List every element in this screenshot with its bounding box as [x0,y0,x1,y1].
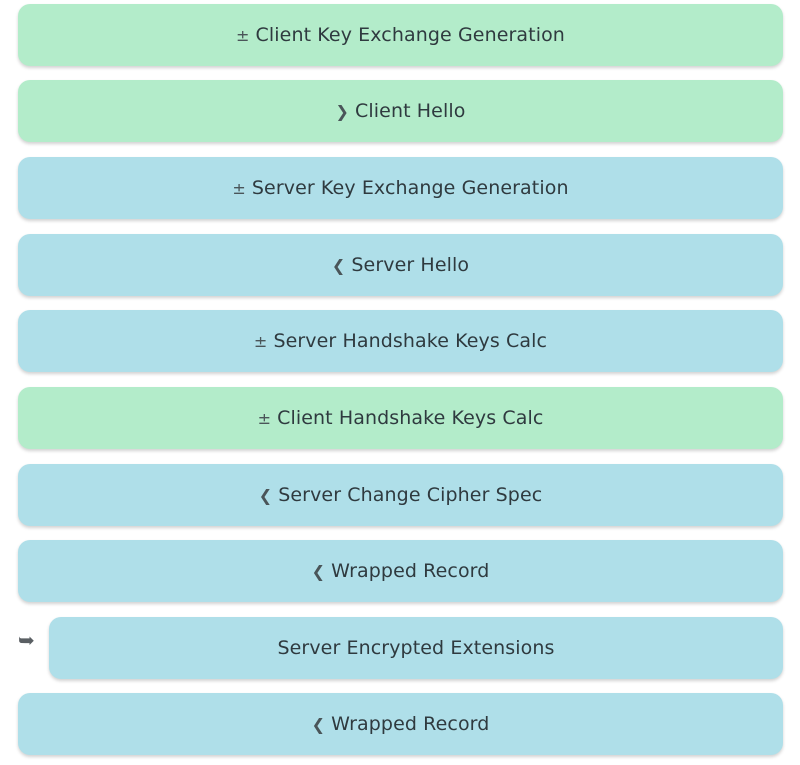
chevron-left-icon: ❮ [331,255,346,275]
row-server-hello[interactable]: ❮ Server Hello [18,234,783,296]
row-server-key-exchange-generation[interactable]: ± Server Key Exchange Generation [18,157,783,219]
row-wrapped-record[interactable]: ❮ Wrapped Record [18,540,783,602]
plus-minus-icon: ± [257,408,272,428]
row-label: Client Handshake Keys Calc [277,407,544,429]
plus-minus-icon: ± [236,25,250,45]
row-client-handshake-keys-calc[interactable]: ± Client Handshake Keys Calc [18,387,783,449]
plus-minus-icon: ± [232,178,246,198]
chevron-left-icon: ❮ [258,485,273,505]
row-label: Client Hello [355,100,466,122]
row-label: Client Key Exchange Generation [255,24,565,46]
row-client-key-exchange-generation[interactable]: ± Client Key Exchange Generation [18,4,783,66]
row-label: Server Change Cipher Spec [278,484,543,506]
row-label: Server Key Exchange Generation [251,177,569,199]
chevron-left-icon: ❮ [311,561,326,581]
row-wrapped-record-2[interactable]: ❮ Wrapped Record [18,693,783,755]
arrow-right-icon: ➥ [18,628,35,652]
row-label: Server Handshake Keys Calc [273,330,548,352]
row-server-handshake-keys-calc[interactable]: ± Server Handshake Keys Calc [18,310,783,372]
row-client-hello[interactable]: ❯ Client Hello [18,80,783,142]
row-label: Server Encrypted Extensions [277,637,555,659]
plus-minus-icon: ± [253,331,268,351]
chevron-right-icon: ❯ [335,101,350,121]
row-label: Server Hello [351,254,470,276]
row-server-change-cipher-spec[interactable]: ❮ Server Change Cipher Spec [18,464,783,526]
chevron-left-icon: ❮ [311,714,326,734]
row-label: Wrapped Record [331,560,490,582]
row-label: Wrapped Record [331,713,490,735]
row-server-encrypted-extensions[interactable]: Server Encrypted Extensions [49,617,783,679]
